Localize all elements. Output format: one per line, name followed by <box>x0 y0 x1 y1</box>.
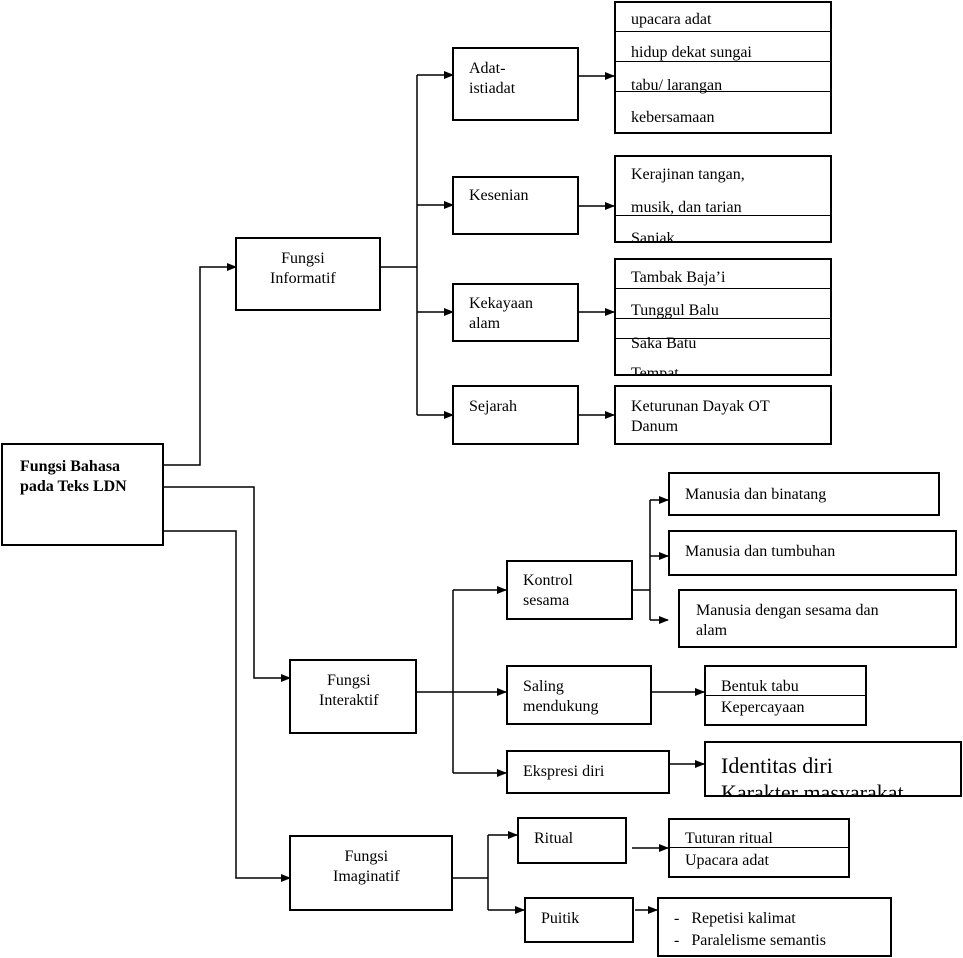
ritual-item-2: Upacara adat <box>685 852 769 869</box>
kontrol-item-3: Manusia dengan sesama dan alam <box>696 602 879 639</box>
adat-item-4: kebersamaan <box>631 109 715 126</box>
kesenian-item-3: Sanjak <box>631 230 675 243</box>
kontrol-label: Kontrol sesama <box>523 572 573 609</box>
ritual-item-1: Tuturan ritual <box>685 830 773 847</box>
kontrol-item-2: Manusia dan tumbuhan <box>685 543 836 560</box>
sejarah-node: Sejarah <box>452 385 579 445</box>
puitik-item-2: - Paralelisme semantis <box>674 932 826 949</box>
ritual-label: Ritual <box>534 830 574 847</box>
saling-node: Saling mendukung <box>506 665 652 725</box>
ekspresi-item-2: Karakter masyarakat <box>721 780 904 797</box>
kekayaan-item-4: Tempat <box>631 365 679 376</box>
edge-root-interaktif <box>163 486 291 682</box>
ritual-items: Tuturan ritual Upacara adat <box>668 818 850 878</box>
kekayaan-item-2: Tunggul Balu <box>631 302 719 319</box>
informatif-node: Fungsi Informatif <box>235 237 381 311</box>
kekayaan-node: Kekayaan alam <box>452 283 579 342</box>
imaginatif-node: Fungsi Imaginatif <box>289 835 453 911</box>
ekspresi-label: Ekspresi diri <box>523 763 605 780</box>
sejarah-item-1: Keturunan Dayak OT Danum <box>631 398 770 435</box>
root-label: Fungsi Bahasa pada Teks LDN <box>20 458 127 495</box>
puitik-label: Puitik <box>541 910 580 927</box>
informatif-label: Fungsi Informatif <box>270 250 336 287</box>
kontrol-item-3-box: Manusia dengan sesama dan alam <box>678 589 957 648</box>
kekayaan-label: Kekayaan alam <box>469 295 533 332</box>
adat-items: upacara adat hidup dekat sungai tabu/ la… <box>614 1 832 134</box>
kesenian-items: Kerajinan tangan, musik, dan tarian Sanj… <box>614 155 832 243</box>
root-node: Fungsi Bahasa pada Teks LDN <box>1 443 164 546</box>
ekspresi-node: Ekspresi diri <box>506 750 670 794</box>
sejarah-label: Sejarah <box>469 398 517 415</box>
kontrol-item-1: Manusia dan binatang <box>685 486 827 503</box>
kekayaan-items: Tambak Baja’i Tunggul Balu Saka Batu Tem… <box>614 258 832 376</box>
ritual-node: Ritual <box>517 817 627 864</box>
saling-label: Saling mendukung <box>523 678 599 715</box>
saling-item-1: Bentuk tabu <box>721 678 799 695</box>
puitik-items: - Repetisi kalimat - Paralelisme semanti… <box>657 897 892 957</box>
kesenian-node: Kesenian <box>452 176 579 235</box>
kontrol-item-2-box: Manusia dan tumbuhan <box>668 530 957 576</box>
interaktif-node: Fungsi Interaktif <box>289 659 417 734</box>
puitik-node: Puitik <box>524 897 634 943</box>
imaginatif-label: Fungsi Imaginatif <box>333 848 400 885</box>
kontrol-item-1-box: Manusia dan binatang <box>668 472 940 516</box>
adat-node: Adat- istiadat <box>452 47 579 121</box>
kesenian-item-2: musik, dan tarian <box>631 199 742 216</box>
adat-item-2: hidup dekat sungai <box>631 44 752 61</box>
puitik-item-1: - Repetisi kalimat <box>674 910 796 927</box>
sejarah-items: Keturunan Dayak OT Danum <box>614 385 832 445</box>
saling-items: Bentuk tabu Kepercayaan <box>704 665 867 726</box>
kontrol-node: Kontrol sesama <box>506 560 633 620</box>
adat-label: Adat- istiadat <box>469 60 516 97</box>
kesenian-label: Kesenian <box>469 187 529 204</box>
edge-root-imaginatif <box>163 530 291 882</box>
kekayaan-item-3: Saka Batu <box>631 335 697 352</box>
kesenian-item-1: Kerajinan tangan, <box>631 166 745 183</box>
ekspresi-item-1: Identitas diri <box>721 753 833 778</box>
kekayaan-item-1: Tambak Baja’i <box>631 269 726 286</box>
ekspresi-items: Identitas diri Karakter masyarakat <box>704 741 962 797</box>
saling-item-2: Kepercayaan <box>721 699 805 716</box>
adat-item-1: upacara adat <box>631 11 712 28</box>
interaktif-label: Fungsi Interaktif <box>319 672 379 709</box>
adat-item-3: tabu/ larangan <box>631 77 723 94</box>
edge-root-informatif <box>163 263 237 466</box>
